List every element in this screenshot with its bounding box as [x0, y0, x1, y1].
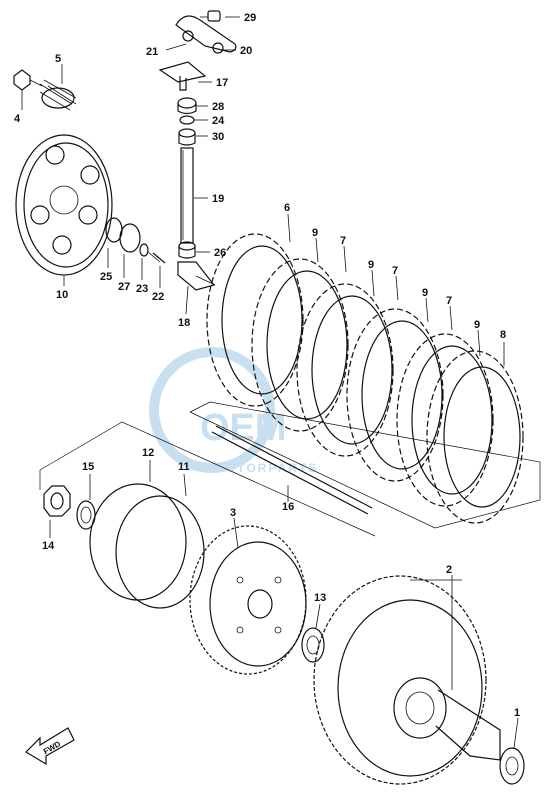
callout-9-b: 9 — [368, 259, 374, 271]
callout-20: 20 — [240, 45, 252, 57]
callout-22: 22 — [152, 291, 164, 303]
callout-6: 6 — [284, 202, 290, 214]
callout-3: 3 — [230, 507, 236, 519]
callout-25: 25 — [100, 271, 112, 283]
callout-13: 13 — [314, 592, 326, 604]
callout-1: 1 — [514, 707, 520, 719]
callout-17: 17 — [216, 77, 228, 89]
pressure-plate-assembly — [13, 69, 166, 276]
callout-27: 27 — [118, 281, 130, 293]
callout-18: 18 — [178, 317, 190, 329]
callout-7-c: 7 — [446, 295, 452, 307]
callout-26: 26 — [214, 247, 226, 259]
callout-23: 23 — [136, 283, 148, 295]
callout-10: 10 — [56, 289, 68, 301]
primary-driven-gear-housing — [313, 575, 525, 785]
watermark-subtitle: MOTORPARTS — [214, 461, 318, 475]
callout-7-a: 7 — [340, 235, 346, 247]
assembly-frames — [39, 401, 541, 537]
nut-washer-rings — [43, 483, 205, 609]
callout-24: 24 — [212, 115, 225, 127]
callout-9-d: 9 — [474, 319, 480, 331]
leader-lines — [21, 16, 519, 749]
pushrod — [211, 425, 373, 515]
callout-30: 30 — [212, 131, 224, 143]
callout-16: 16 — [282, 501, 294, 513]
callout-5: 5 — [55, 53, 61, 65]
callout-2: 2 — [446, 564, 452, 576]
watermark: OEM MOTORPARTS — [149, 347, 318, 475]
callout-14: 14 — [42, 540, 55, 552]
release-arm-assembly — [158, 10, 237, 291]
callout-9-c: 9 — [422, 287, 428, 299]
forward-direction-arrow: FWD — [25, 727, 75, 766]
callout-19: 19 — [212, 193, 224, 205]
watermark-globe — [149, 347, 275, 473]
callout-28: 28 — [212, 101, 224, 113]
callout-21: 21 — [146, 46, 158, 58]
callout-4: 4 — [14, 113, 21, 125]
clutch-plate-stack — [206, 233, 524, 524]
callout-11: 11 — [178, 461, 190, 473]
callout-15: 15 — [82, 461, 94, 473]
callouts: 29 21 20 5 17 28 4 24 30 19 6 9 7 26 9 7… — [14, 12, 520, 719]
callout-29: 29 — [244, 12, 256, 24]
callout-12: 12 — [142, 447, 154, 459]
watermark-brand: OEM — [200, 407, 287, 449]
callout-7-b: 7 — [392, 265, 398, 277]
clutch-sleeve-hub — [189, 525, 325, 675]
callout-9-a: 9 — [312, 227, 318, 239]
callout-8: 8 — [500, 329, 506, 341]
